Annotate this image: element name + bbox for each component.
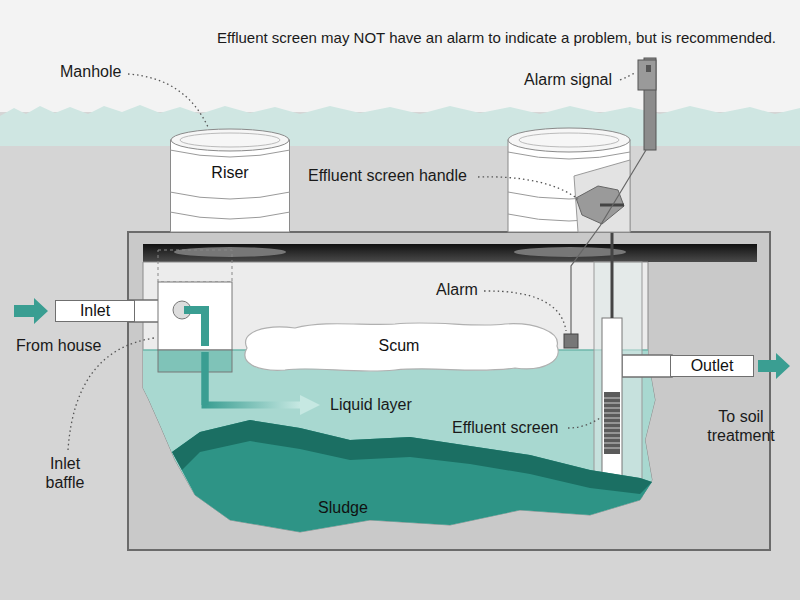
liquid-group [140,350,660,550]
part-label: Inlet baffle [33,454,97,492]
node-label: Scum [379,336,420,355]
alarm-wire [571,150,646,336]
riser [508,140,630,232]
node-label: Riser [170,163,290,182]
flow-label: To soil treatment [700,407,782,445]
tank-lid-underside [143,244,757,262]
lid-opening [514,247,626,257]
riser-body [171,140,290,232]
alarm-light [646,65,651,72]
leader-line [68,338,154,450]
layer-label: Liquid layer [330,395,412,414]
outlet-pipe: Outlet [670,355,754,377]
flow-label: From house [16,336,101,355]
lid-opening [174,247,286,257]
scum-layer: Scum [235,318,563,374]
inlet-flow [184,310,205,346]
flow-arrow [202,352,209,405]
liquid-layer [140,350,660,550]
node-label: Inlet [80,301,110,320]
riser-rings [170,150,290,219]
manhole-lid-rim [180,133,280,147]
inlet-baffle-submerged [158,350,232,372]
baffle-hidden-outline [158,250,232,282]
leader-lines [68,72,636,450]
leader-line [620,72,636,80]
sky [0,0,800,112]
manhole-lid-rim [519,133,619,147]
sludge-layer: Sludge [143,415,658,535]
screen-handle [576,186,624,224]
flow-arrowhead [300,395,320,415]
leader-line [568,418,600,428]
scum-outline [245,323,558,371]
node-label: Sludge [318,498,368,517]
node-label: Outlet [691,356,734,375]
alarm-float [564,334,578,348]
screen-housing [602,318,622,498]
sludge-top-band [172,420,652,494]
manhole-lid [171,129,289,151]
outlet-arrow [758,353,790,379]
effluent-screen [604,392,620,454]
inlet-pipe: Inlet [55,300,135,322]
part-label: Manhole [60,62,121,81]
grass-band [0,105,800,146]
leader-line [478,177,578,199]
inlet-baffle [158,282,232,350]
node-outline [143,415,658,535]
manhole-lid [508,128,630,152]
sludge-fill [172,420,652,532]
leader-line [128,74,208,127]
outlet-baffle [594,262,642,497]
inlet-arrow [14,298,48,324]
part-label: Effluent screen [452,418,558,437]
part-label: Effluent screen handle [308,166,467,185]
note-text: Effluent screen may NOT have an alarm to… [176,29,776,47]
screen-mesh [604,398,620,448]
riser-cutaway [574,160,630,232]
part-label: Alarm signal [524,70,612,89]
outlet-pipe-stub [622,355,672,377]
alarm-signal-box [638,60,656,90]
riser-cylinder: Riser [170,128,290,232]
tank-wall [128,232,770,550]
part-label: Alarm [436,280,478,299]
